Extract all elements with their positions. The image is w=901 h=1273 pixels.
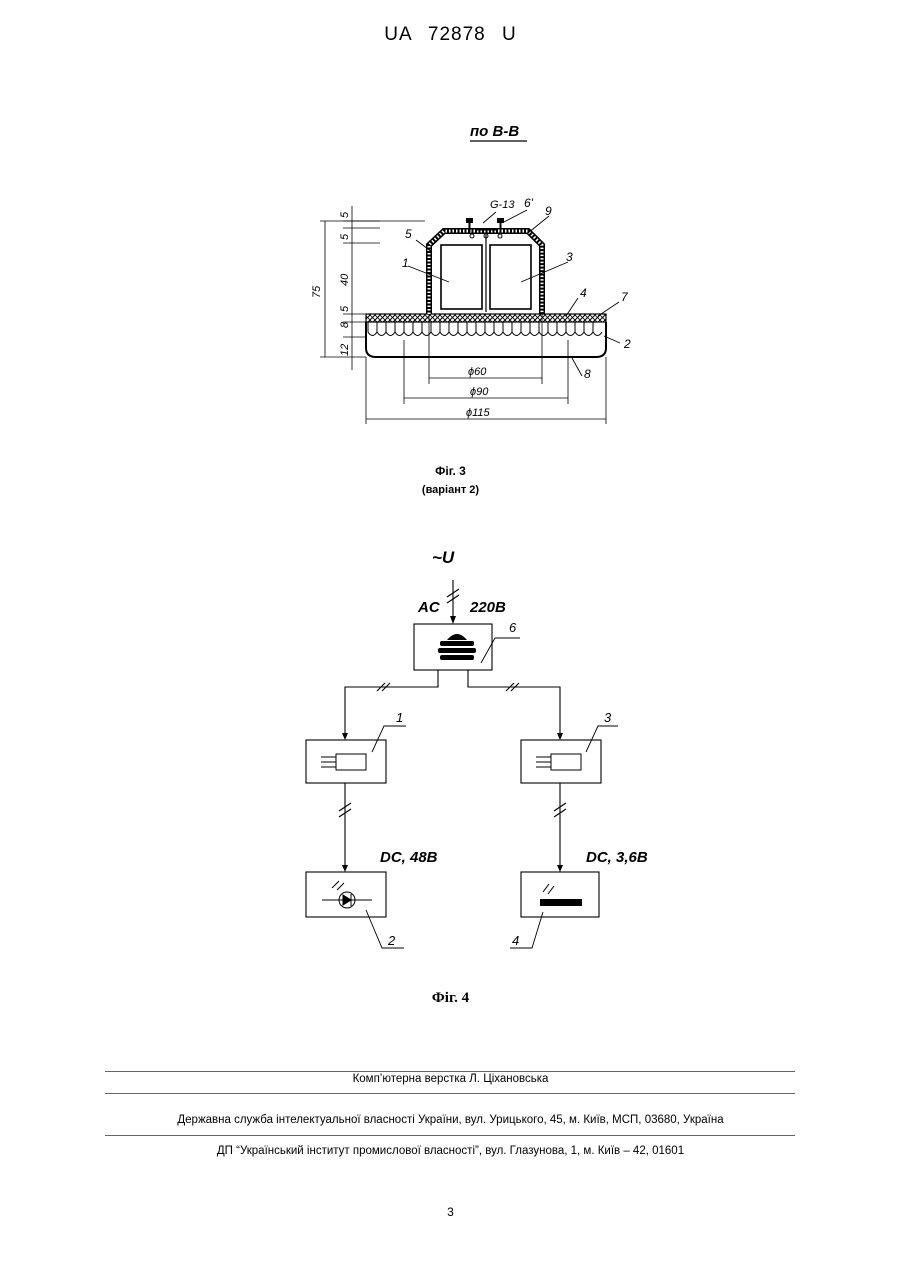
- fig3-variant: (варіант 2): [0, 484, 901, 496]
- footer-agency: Державна служба інтелектуальної власност…: [0, 1114, 901, 1126]
- cell-row: [368, 322, 602, 336]
- dim-phi60: ϕ60: [468, 366, 487, 378]
- transformer-icon: [438, 634, 476, 660]
- label-1: 1: [402, 256, 409, 270]
- fig3-caption: Фіг. 3: [0, 464, 901, 478]
- dim-5-third: 5: [339, 305, 351, 312]
- dim-phi90: ϕ90: [470, 386, 489, 398]
- label-1: 1: [396, 710, 403, 725]
- dim-8: 8: [339, 321, 351, 328]
- supply-label: ~U: [432, 548, 455, 567]
- dim-5-second: 5: [339, 233, 351, 240]
- insulation-layer: [366, 314, 606, 322]
- label-2: 2: [623, 337, 631, 351]
- block-1: [306, 740, 386, 783]
- page-number: 3: [0, 1205, 901, 1219]
- ac-label: AC: [417, 599, 441, 616]
- dim-phi115: ϕ115: [466, 407, 491, 419]
- dc-left-label: DC, 48B: [380, 849, 438, 866]
- dim-40: 40: [339, 273, 351, 286]
- section-title: по В-В: [470, 123, 519, 140]
- dim-75: 75: [311, 285, 323, 298]
- voltage-in-label: 220B: [469, 599, 506, 616]
- solar-panel-icon: [540, 884, 582, 906]
- label-7: 7: [621, 290, 629, 304]
- footer-institute: ДП “Український інститут промислової вла…: [0, 1145, 901, 1157]
- module-1: [441, 245, 482, 309]
- label-2: 2: [387, 933, 396, 948]
- block-6: [414, 624, 492, 670]
- led-icon: [322, 881, 372, 908]
- label-9: 9: [545, 204, 552, 218]
- label-4: 4: [512, 933, 519, 948]
- label-4: 4: [580, 286, 587, 300]
- fig4-caption: Фіг. 4: [0, 990, 901, 1007]
- label-6: 6: [509, 620, 517, 635]
- footer-rule-3: [105, 1135, 795, 1136]
- figure-3: по В-В: [311, 123, 631, 424]
- converter-icon-1: [321, 754, 366, 770]
- block-2: [306, 872, 386, 917]
- block-4: [521, 872, 599, 917]
- footer-rule-2: [105, 1093, 795, 1094]
- dim-5-top: 5: [339, 211, 351, 218]
- footer-rule-1: [105, 1071, 795, 1072]
- module-3: [490, 245, 531, 309]
- label-8: 8: [584, 367, 591, 381]
- figure-4: ~U AC 220B: [306, 548, 648, 948]
- dim-12: 12: [339, 344, 351, 356]
- label-6: 6': [524, 196, 534, 210]
- label-5: 5: [405, 227, 412, 241]
- label-3: 3: [566, 250, 573, 264]
- footer-typesetting: Комп’ютерна верстка Л. Ціхановська: [0, 1073, 901, 1085]
- label-3: 3: [604, 710, 612, 725]
- dc-right-label: DC, 3,6B: [586, 849, 648, 866]
- label-g13: G-13: [490, 199, 515, 211]
- converter-icon-3: [536, 754, 581, 770]
- base-pan: [366, 322, 606, 357]
